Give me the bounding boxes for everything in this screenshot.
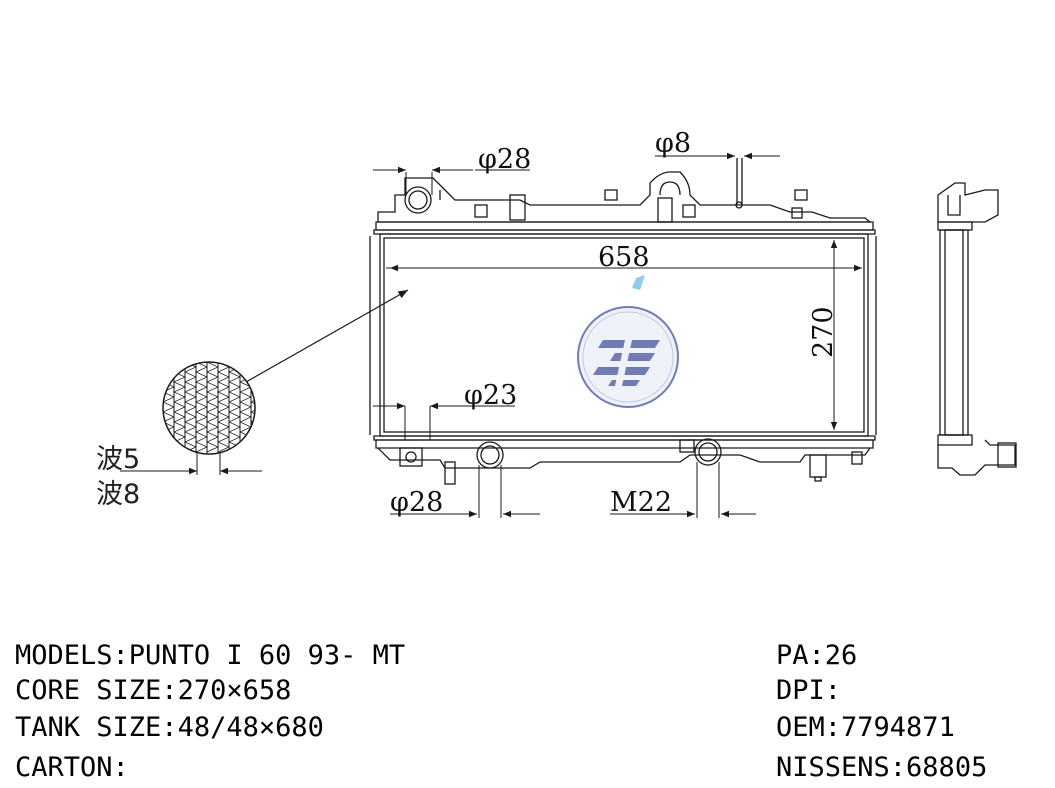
spec-pa-value: 26 [824, 640, 858, 671]
fin-detail: 波5 波8 [96, 289, 409, 510]
spec-tank-size-value: 48/48×680 [177, 712, 324, 743]
spec-nissens-value: 68805 [906, 752, 988, 783]
spec-pa: PA:26 [776, 642, 857, 669]
dim-core-width: 658 [598, 242, 650, 273]
spec-dpi: DPI: [776, 677, 841, 704]
brand-logo-icon [577, 275, 679, 408]
spec-models: MODELS:PUNTO I 60 93- MT [15, 642, 405, 669]
spec-tank-size: TANK SIZE:48/48×680 [15, 714, 324, 741]
spec-oem: OEM:7794871 [776, 714, 955, 741]
spec-core-size-label: CORE SIZE: [15, 675, 178, 706]
spec-tank-size-label: TANK SIZE: [15, 712, 178, 743]
spec-nissens: NISSENS:68805 [776, 754, 987, 781]
dimension-lines [373, 152, 862, 518]
dim-vent-diameter: φ8 [655, 128, 691, 159]
dim-core-height: 270 [808, 306, 839, 358]
fin-wave-a-label: 波5 [96, 444, 140, 475]
spec-nissens-label: NISSENS: [776, 752, 907, 783]
spec-core-size-value: 270×658 [177, 675, 292, 706]
spec-core-size: CORE SIZE:270×658 [15, 677, 291, 704]
spec-pa-label: PA: [776, 640, 825, 671]
spec-carton-label: CARTON: [15, 752, 129, 783]
dim-drain-thread: M22 [610, 487, 672, 518]
fin-wave-b-label: 波8 [96, 479, 140, 510]
top-tank [373, 158, 876, 235]
dim-side-port-diameter: φ23 [464, 380, 517, 411]
spec-models-value: PUNTO I 60 93- MT [128, 640, 406, 671]
spec-carton: CARTON: [15, 754, 129, 781]
spec-models-label: MODELS: [15, 640, 129, 671]
spec-dpi-label: DPI: [776, 675, 842, 706]
dim-outlet-diameter: φ28 [390, 487, 443, 518]
side-view [937, 182, 1017, 476]
dim-inlet-diameter: φ28 [478, 144, 531, 175]
spec-oem-value: 7794871 [841, 712, 955, 743]
bottom-tank [373, 435, 876, 485]
spec-oem-label: OEM: [776, 712, 842, 743]
